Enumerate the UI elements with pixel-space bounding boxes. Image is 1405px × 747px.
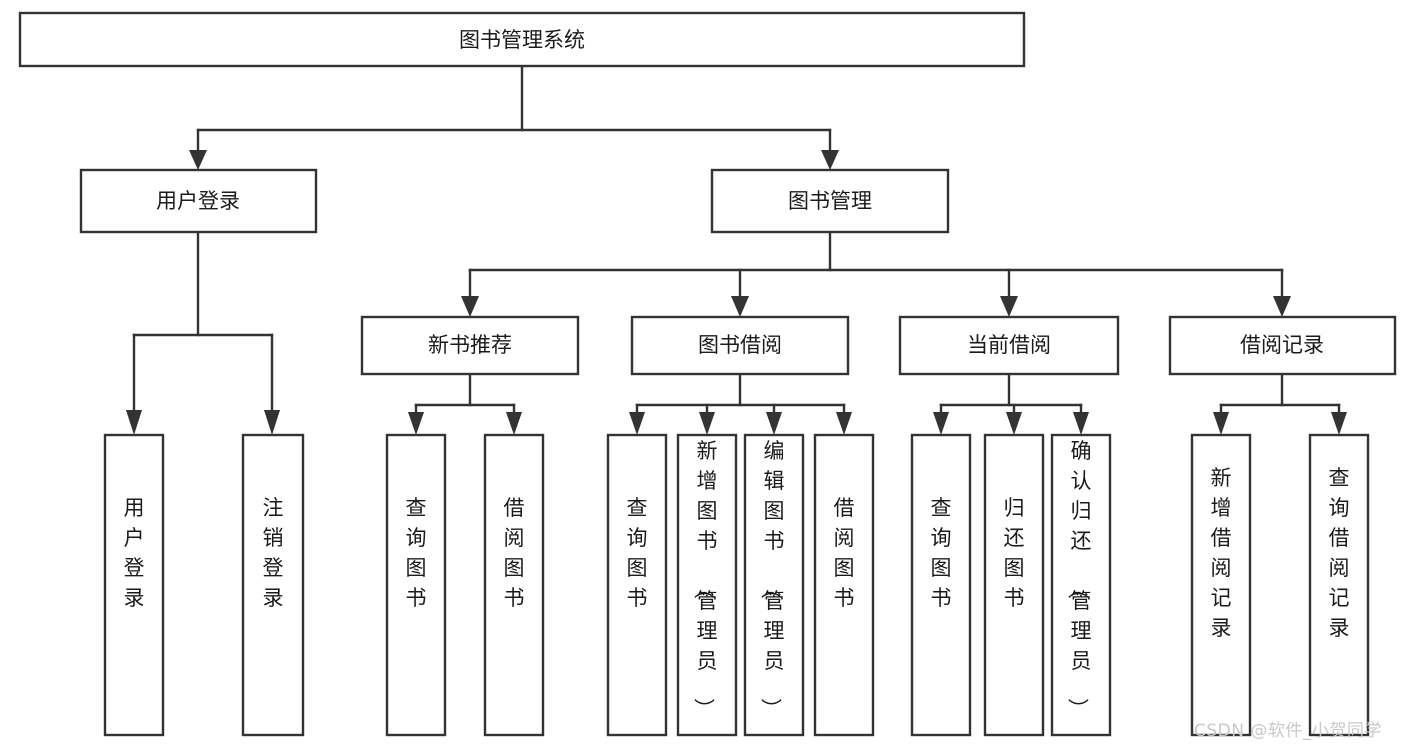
leaf-query-book-borrow-label: 查询图书 [627,496,648,610]
arrowhead-borrow-leaf-2 [699,412,715,435]
leaf-borrow-book-newrec[interactable]: 借阅图书 [483,433,545,737]
leaf-query-book-current-box[interactable] [910,433,972,737]
leaf-logout-box[interactable] [241,433,305,737]
leaf-logout-label: 注销登录 [263,496,284,610]
leaf-user-login-label: 用户登录 [124,496,145,610]
leaf-return-book-box[interactable] [983,433,1045,737]
arrowhead-current-leaf-3 [1073,412,1089,435]
node-borrow-record-label: 借阅记录 [1240,333,1324,357]
leaf-query-book-newrec-label: 查询图书 [406,496,427,610]
connector-group [126,64,1347,435]
leaf-user-login-box[interactable] [103,433,165,737]
leaf-query-borrow-record-label: 查询借阅记录 [1329,466,1350,640]
leaf-query-book-borrow[interactable]: 查询图书 [606,433,668,737]
leaf-borrow-book-newrec-label: 借阅图书 [504,496,525,610]
arrowhead-borrow-record [1273,296,1291,317]
leaf-query-book-newrec[interactable]: 查询图书 [385,433,447,737]
leaf-confirm-return-admin-label: 确认归还（管理员） [1066,439,1092,719]
leaf-borrow-book-box[interactable] [813,433,875,737]
arrowhead-borrow-leaf-4 [836,412,852,435]
leaf-node-group: 用户登录 注销登录 查询图书 借阅图书 查询图书 新增图书（管理员） [103,433,1370,737]
leaf-query-book-newrec-box[interactable] [385,433,447,737]
node-book-borrow-label: 图书借阅 [698,333,782,357]
leaf-edit-book-admin[interactable]: 编辑图书（管理员） [743,433,805,737]
leaf-return-book-label: 归还图书 [1004,496,1025,610]
leaf-query-borrow-record[interactable]: 查询借阅记录 [1308,433,1370,737]
arrowhead-record-leaf-2 [1331,412,1347,435]
arrowhead-book-borrow [731,296,749,317]
arrowhead-current-leaf-1 [933,412,949,435]
leaf-user-login[interactable]: 用户登录 [103,433,165,737]
arrowhead-user-login [189,150,207,170]
leaf-edit-book-admin-box[interactable] [743,433,805,737]
arrowhead-borrow-leaf-3 [766,412,782,435]
leaf-borrow-book[interactable]: 借阅图书 [813,433,875,737]
node-book-borrow-box[interactable] [630,315,850,376]
node-current-borrow[interactable]: 当前借阅 [898,315,1120,376]
arrowhead-current-leaf-2 [1006,412,1022,435]
node-current-borrow-box[interactable] [898,315,1120,376]
node-new-book-recommend-label: 新书推荐 [428,333,512,357]
arrowhead-newbook-leaf-1 [408,412,424,435]
leaf-borrow-book-label: 借阅图书 [834,496,855,610]
node-root-system-label: 图书管理系统 [459,28,585,52]
leaf-add-borrow-record[interactable]: 新增借阅记录 [1190,433,1252,737]
leaf-query-book-current-label: 查询图书 [931,496,952,610]
node-user-login-box[interactable] [79,168,318,234]
arrowhead-new-book-rec [461,296,479,317]
leaf-edit-book-admin-label: 编辑图书（管理员） [759,439,785,719]
arrowhead-book-mgmt [821,150,839,170]
arrowhead-current-borrow [1000,296,1018,317]
arrowhead-newbook-leaf-2 [506,412,522,435]
node-current-borrow-label: 当前借阅 [967,333,1051,357]
node-borrow-record-box[interactable] [1168,315,1397,376]
leaf-add-book-admin[interactable]: 新增图书（管理员） [676,433,738,737]
leaf-add-book-admin-box[interactable] [676,433,738,737]
node-new-book-recommend[interactable]: 新书推荐 [360,315,580,376]
leaf-add-book-admin-label: 新增图书（管理员） [692,439,718,719]
arrowhead-record-leaf-1 [1213,412,1229,435]
leaf-confirm-return-admin-box[interactable] [1050,433,1112,737]
leaf-logout[interactable]: 注销登录 [241,433,305,737]
leaf-confirm-return-admin[interactable]: 确认归还（管理员） [1050,433,1112,737]
node-book-borrow[interactable]: 图书借阅 [630,315,850,376]
node-book-management-box[interactable] [710,168,950,234]
csdn-watermark: CSDN @软件_小贺同学 [1194,721,1382,741]
node-book-management-label: 图书管理 [788,189,872,213]
leaf-add-borrow-record-label: 新增借阅记录 [1211,466,1232,640]
leaf-borrow-book-newrec-box[interactable] [483,433,545,737]
leaf-query-book-current[interactable]: 查询图书 [910,433,972,737]
node-root-system-box[interactable] [18,11,1026,68]
node-root-system[interactable]: 图书管理系统 [18,11,1026,68]
leaf-query-borrow-record-box[interactable] [1308,433,1370,737]
node-borrow-record[interactable]: 借阅记录 [1168,315,1397,376]
arrowhead-leaf-logout [264,410,280,435]
leaf-return-book[interactable]: 归还图书 [983,433,1045,737]
arrowhead-borrow-leaf-1 [629,412,645,435]
node-user-login[interactable]: 用户登录 [79,168,318,234]
node-new-book-recommend-box[interactable] [360,315,580,376]
node-user-login-label: 用户登录 [156,189,240,213]
leaf-add-borrow-record-box[interactable] [1190,433,1252,737]
node-book-management[interactable]: 图书管理 [710,168,950,234]
leaf-query-book-borrow-box[interactable] [606,433,668,737]
arrowhead-leaf-user-login [126,410,142,435]
